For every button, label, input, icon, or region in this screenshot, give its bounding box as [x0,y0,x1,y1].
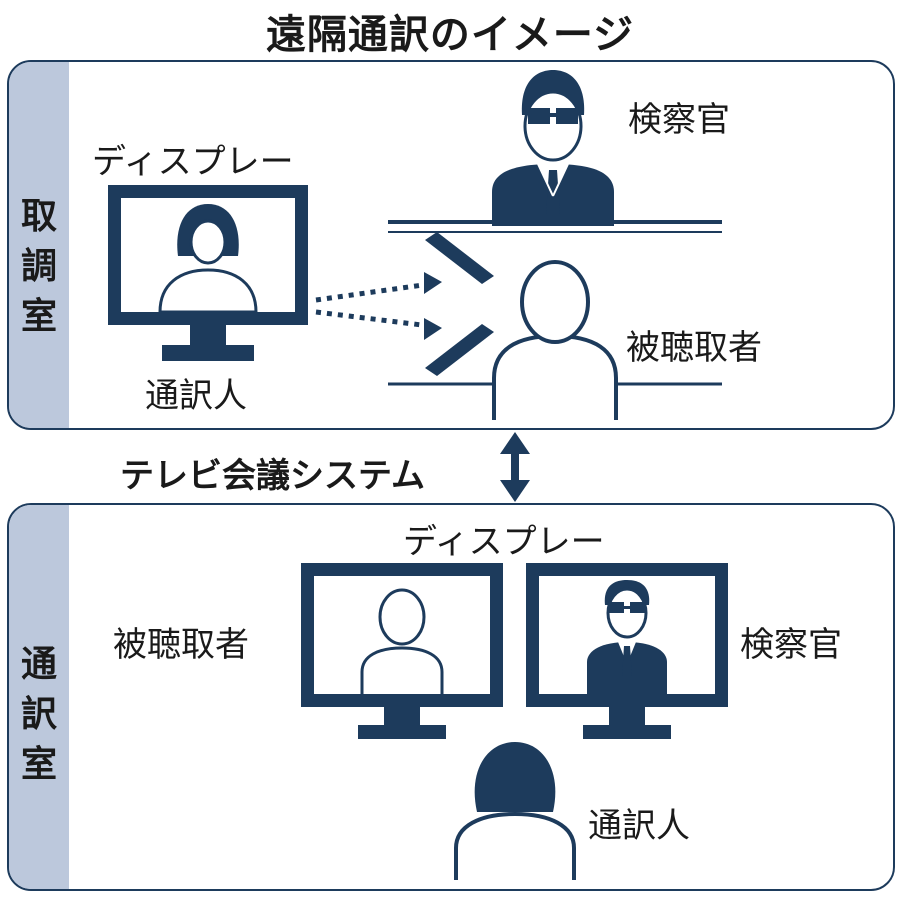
top-prosecutor-label: 検察官 [628,100,730,140]
top-display-label: ディスプレー [92,142,294,182]
interrogation-room-label-char-2: 調 [20,246,57,287]
interpreter-on-display-icon [158,204,258,314]
prosecutor-on-display-icon [587,580,667,694]
top-suspect-label: 被聴取者 [626,328,762,368]
top-interpreter-label: 通訳人 [145,376,247,416]
diagram-title: 遠隔通訳のイメージ [265,12,635,58]
sound-wave-marks [425,232,494,376]
interrogation-room-strip [9,62,69,428]
bottom-interpreter-label: 通訳人 [588,806,690,846]
bottom-interpreter-icon [454,742,576,880]
voice-dotted-lines [315,272,442,340]
bottom-suspect-label: 被聴取者 [113,625,249,665]
suspect-on-display-icon [360,588,444,694]
interrogation-room-label-char-3: 室 [20,296,57,337]
video-link-double-arrow [500,432,530,502]
video-link-label: テレビ会議システム [120,456,425,496]
top-suspect-icon [492,260,618,420]
bottom-prosecutor-label: 検察官 [740,625,842,665]
interpreter-room-label-char-3: 室 [20,744,57,785]
interrogation-room-label-char-1: 取 [20,196,57,237]
interpreter-room-label-char-1: 通 [20,644,57,685]
top-prosecutor-icon [492,70,614,226]
interpreter-room-strip [9,505,69,889]
interpreter-room-label-char-2: 訳 [20,694,57,735]
bottom-display-label: ディスプレー [403,522,605,562]
